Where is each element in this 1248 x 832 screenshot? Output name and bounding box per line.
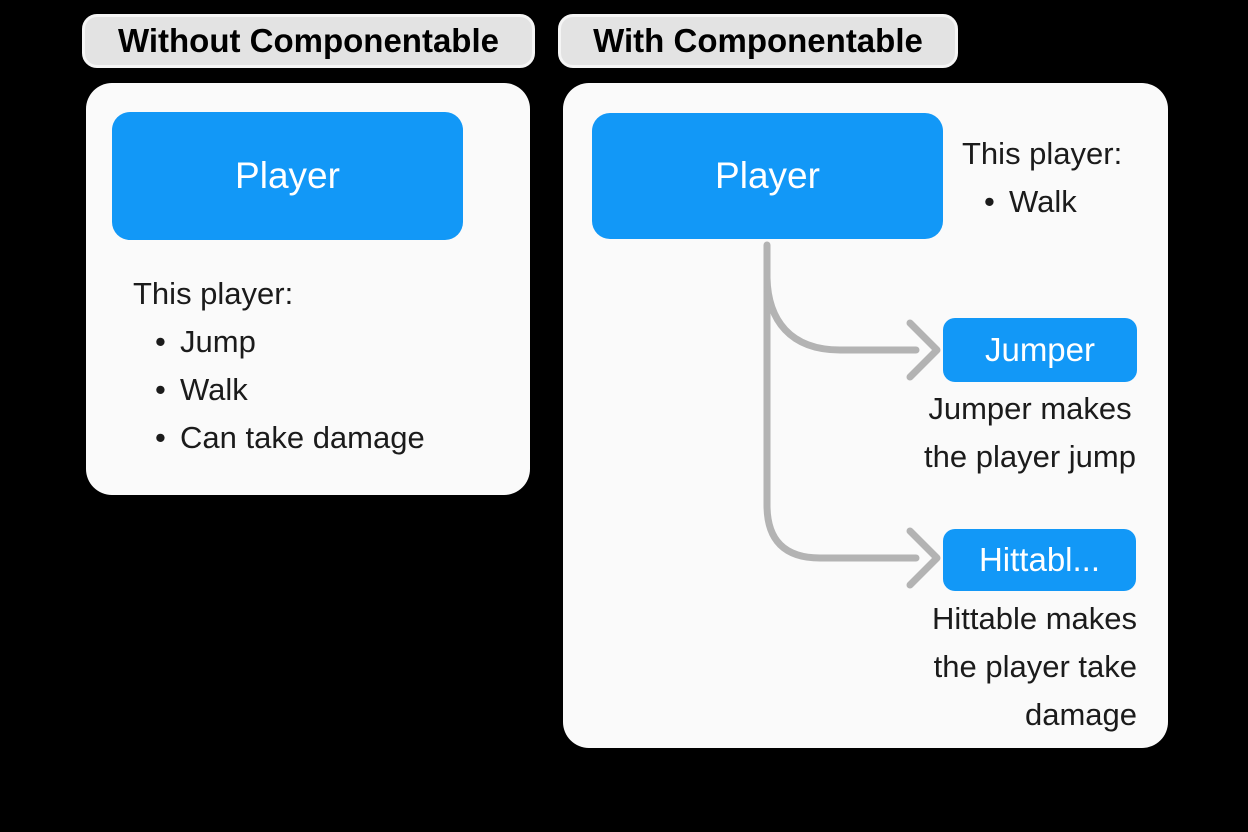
bullet-icon: • [984,184,995,219]
list-item: • Walk [133,366,425,414]
list-item-label: Jump [180,324,256,359]
left-list-title: This player: [133,276,294,311]
header-with-componentable: With Componentable [558,14,958,68]
player-box-right: Player [592,113,943,239]
bullet-icon: • [155,324,166,359]
header-without-componentable: Without Componentable [82,14,535,68]
left-capability-list: This player: • Jump • Walk • Can take da… [133,270,425,462]
jumper-caption: Jumper makes the player jump [924,391,1136,474]
list-item: • Can take damage [133,414,425,462]
bullet-icon: • [155,372,166,407]
list-item-label: Can take damage [180,420,425,455]
hittable-caption: Hittable makes the player take damage [931,601,1137,732]
list-item-label: Walk [1009,184,1077,219]
right-list-title: This player: [962,136,1123,171]
right-capability-list: This player: • Walk [962,130,1122,226]
hittable-box: Hittabl... [943,529,1136,591]
jumper-box: Jumper [943,318,1137,382]
bullet-icon: • [155,420,166,455]
player-box-left: Player [112,112,463,240]
list-item: • Walk [962,178,1122,226]
list-item: • Jump [133,318,425,366]
list-item-label: Walk [180,372,248,407]
